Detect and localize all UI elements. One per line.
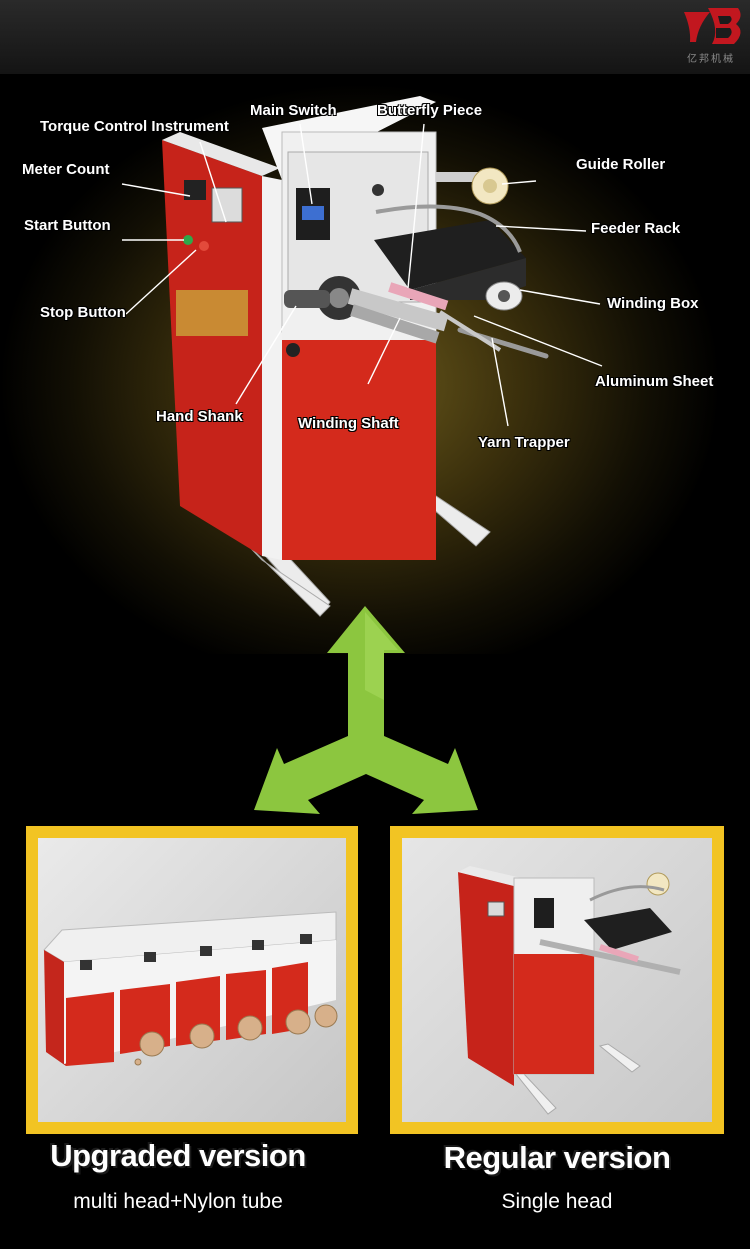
label-torque-control: Torque Control Instrument [40, 118, 229, 135]
regular-version-title: Regular version [443, 1140, 671, 1175]
label-winding-box: Winding Box [607, 295, 699, 312]
label-hand-shank: Hand Shank [156, 408, 243, 425]
machine-left-panel [162, 132, 280, 556]
split-arrow-icon [254, 606, 478, 814]
header-bar [0, 0, 750, 74]
label-butterfly-piece: Butterfly Piece [377, 102, 483, 119]
brand-logo [684, 8, 741, 44]
label-stop-button: Stop Button [40, 304, 126, 321]
winding-mechanism [284, 167, 549, 359]
label-winding-shaft: Winding Shaft [298, 415, 399, 432]
regular-version-subtitle: Single head [501, 1190, 613, 1213]
upgraded-version-subtitle: multi head+Nylon tube [73, 1190, 283, 1213]
label-yarn-trapper: Yarn Trapper [478, 434, 570, 451]
label-main-switch: Main Switch [250, 102, 337, 119]
brand-logo-text: 亿邦机械 [687, 54, 735, 65]
label-meter-count: Meter Count [22, 161, 110, 178]
label-aluminum-sheet: Aluminum Sheet [595, 373, 714, 390]
label-guide-roller: Guide Roller [576, 156, 666, 173]
label-start-button: Start Button [24, 217, 111, 234]
upgraded-version-title: Upgraded version [50, 1138, 306, 1173]
label-feeder-rack: Feeder Rack [591, 220, 681, 237]
callout-lines [121, 123, 603, 427]
